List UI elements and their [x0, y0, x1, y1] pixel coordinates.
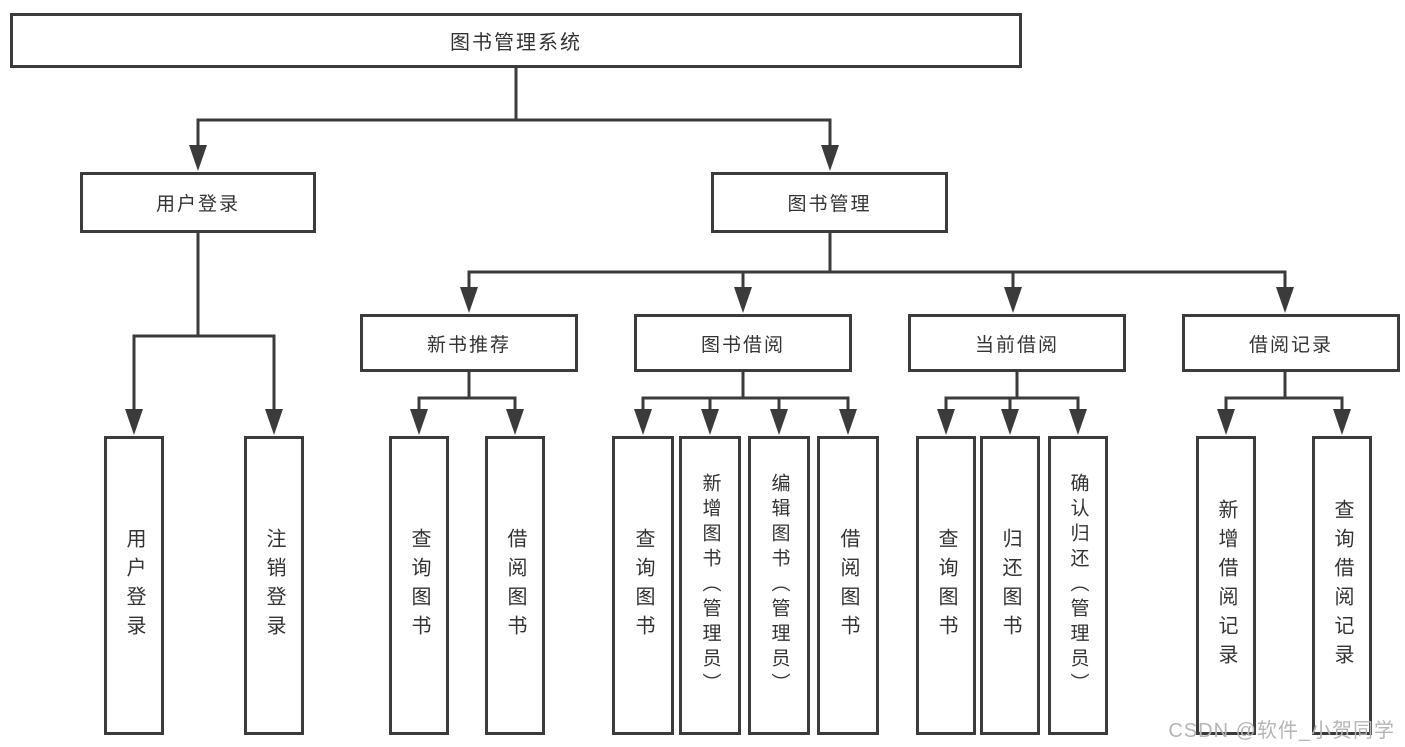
node-root: 图书管理系统: [10, 13, 1022, 68]
node-new-book-recommend: 新书推荐: [360, 314, 578, 372]
leaf-query-borrow-record: 查询借阅记录: [1312, 436, 1372, 735]
node-current-borrow: 当前借阅: [908, 314, 1126, 372]
node-book-management: 图书管理: [711, 172, 948, 233]
node-user-login: 用户登录: [80, 172, 316, 233]
leaf-edit-book-admin: 编辑图书（管理员）: [748, 436, 810, 735]
leaf-add-borrow-record: 新增借阅记录: [1196, 436, 1256, 735]
watermark: CSDN @软件_小贺同学: [1168, 720, 1395, 742]
node-borrow-records: 借阅记录: [1182, 314, 1400, 372]
leaf-return-book: 归还图书: [980, 436, 1040, 735]
leaf-query-books-borrow: 查询图书: [612, 436, 674, 735]
leaf-add-book-admin: 新增图书（管理员）: [679, 436, 741, 735]
leaf-user-login: 用户登录: [104, 436, 164, 735]
node-book-borrow: 图书借阅: [634, 314, 852, 372]
leaf-confirm-return-admin: 确认归还（管理员）: [1048, 436, 1108, 735]
leaf-logout: 注销登录: [244, 436, 304, 735]
leaf-borrow-books-borrow: 借阅图书: [817, 436, 879, 735]
arrow-down-icons: [125, 145, 1351, 435]
leaf-query-books-current: 查询图书: [916, 436, 976, 735]
connector-paths: [132, 68, 1344, 411]
leaf-borrow-books-recommend: 借阅图书: [485, 436, 545, 735]
leaf-query-books-recommend: 查询图书: [389, 436, 449, 735]
